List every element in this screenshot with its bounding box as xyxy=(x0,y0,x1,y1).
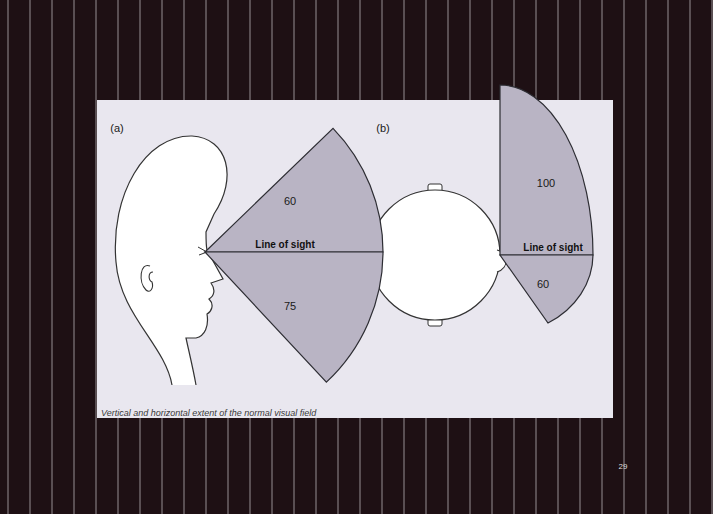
head-top-view xyxy=(370,190,500,320)
wedge-shape xyxy=(205,252,383,382)
lower-visual-field: 75 xyxy=(205,252,385,386)
panel-letter: (a) xyxy=(110,122,123,134)
angle-value: 75 xyxy=(284,300,296,312)
stripe xyxy=(646,0,647,514)
angle-value: 60 xyxy=(284,195,296,207)
temporal-visual-field: 100 xyxy=(500,85,595,255)
figure-caption: Vertical and horizontal extent of the no… xyxy=(101,409,316,419)
upper-visual-field: 60 xyxy=(205,126,385,254)
stripe xyxy=(624,0,625,514)
stripe xyxy=(712,0,713,514)
angle-value: 100 xyxy=(537,177,555,189)
stripe xyxy=(690,0,691,514)
stripe xyxy=(668,0,669,514)
wedge-outline xyxy=(205,252,385,386)
stripe xyxy=(96,0,97,514)
panel-letter: (b) xyxy=(376,122,389,134)
head-profile xyxy=(115,136,227,385)
stripe xyxy=(74,0,75,514)
axis-label: Line of sight xyxy=(523,242,582,253)
wedge-outline xyxy=(205,126,385,254)
page-number: 29 xyxy=(619,463,628,472)
wedge-shape xyxy=(500,85,593,255)
background-stripes xyxy=(8,0,712,514)
wedge-shape xyxy=(500,255,593,323)
nasal-visual-field: 60 xyxy=(500,255,595,325)
axis-label: Line of sight xyxy=(255,239,314,250)
stripe xyxy=(8,0,9,514)
ear xyxy=(141,265,153,291)
wedge-shape xyxy=(205,128,383,252)
stripe xyxy=(52,0,53,514)
stripe xyxy=(30,0,31,514)
angle-value: 60 xyxy=(537,278,549,290)
wedge-outline xyxy=(500,85,595,255)
